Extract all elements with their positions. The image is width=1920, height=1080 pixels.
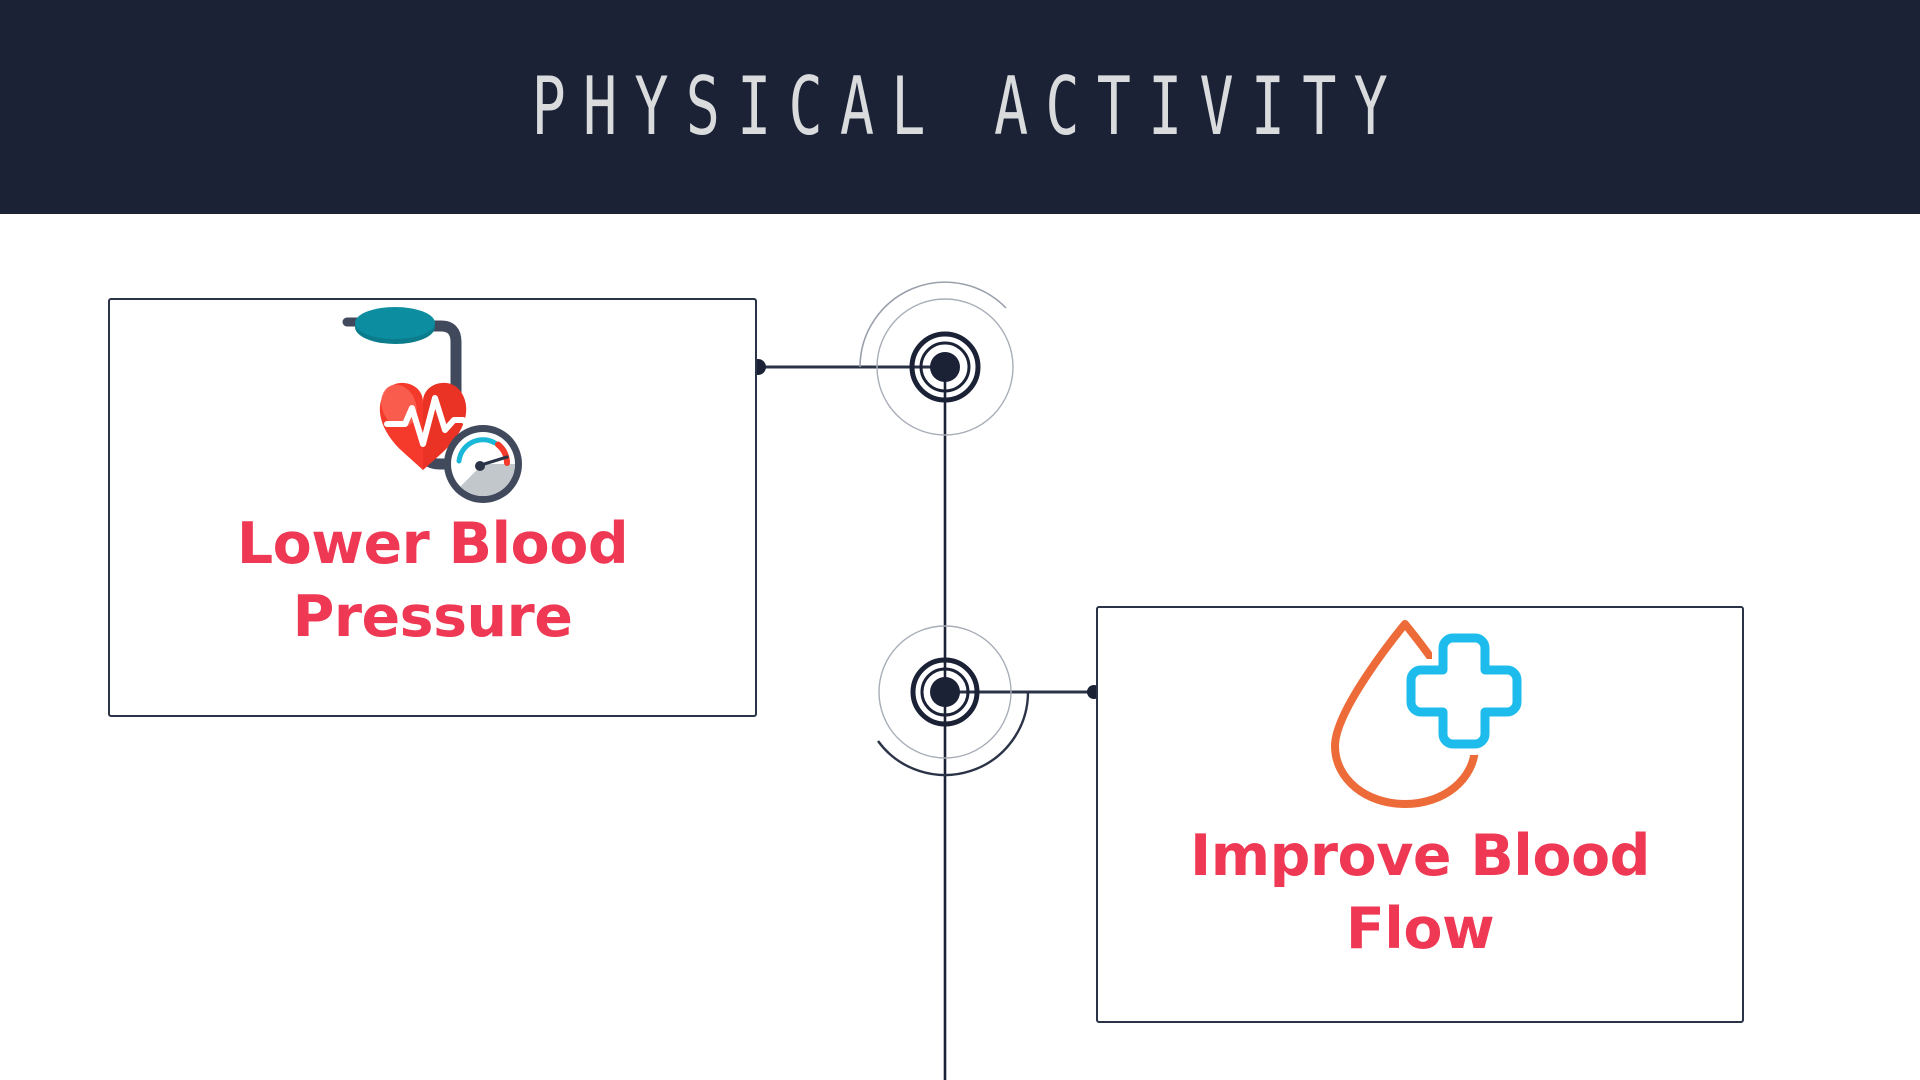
node-upper-core xyxy=(930,352,960,382)
connector-node-lower[interactable] xyxy=(877,625,1030,777)
node-lower-outer-arc xyxy=(877,691,1030,777)
connector-node-upper[interactable] xyxy=(859,281,1014,436)
card-improve-blood-flow[interactable]: Improve Blood Flow xyxy=(1096,606,1744,1023)
header-banner: PHYSICAL ACTIVITY xyxy=(0,0,1920,214)
gauge-arc-teal xyxy=(456,437,497,464)
node-lower-inner-ring xyxy=(920,667,970,717)
gauge-arc-red xyxy=(494,441,510,466)
gauge-face-shadow-2 xyxy=(459,464,515,496)
node-upper-outer-arc xyxy=(859,281,1007,368)
gauge-needle-hub xyxy=(474,461,485,471)
medical-plus-icon xyxy=(1406,633,1522,749)
card-lower-blood-pressure-label: Lower Blood Pressure xyxy=(236,511,629,650)
gauge-dial xyxy=(443,425,522,503)
page-title: PHYSICAL ACTIVITY xyxy=(531,59,1406,154)
card-improve-blood-flow-label: Improve Blood Flow xyxy=(1190,823,1650,962)
node-lower-faint-ring xyxy=(878,625,1012,759)
node-lower-outer-ring xyxy=(910,657,980,727)
ecg-pulse-line xyxy=(383,395,482,447)
node-upper-faint-ring xyxy=(876,298,1014,436)
gauge-needle xyxy=(478,455,509,467)
monitor-cuff-bulb xyxy=(354,307,435,339)
card-lower-blood-pressure[interactable]: Lower Blood Pressure xyxy=(108,298,757,717)
blood-droplet-outline xyxy=(1331,620,1479,808)
blood-pressure-monitor-icon xyxy=(342,307,522,503)
node-upper-outer-ring xyxy=(909,331,981,403)
blood-drop-with-plus-icon xyxy=(1331,620,1522,808)
monitor-tube-upper xyxy=(421,320,461,406)
node-lower-core xyxy=(930,677,960,707)
node-upper-inner-ring xyxy=(919,341,971,393)
